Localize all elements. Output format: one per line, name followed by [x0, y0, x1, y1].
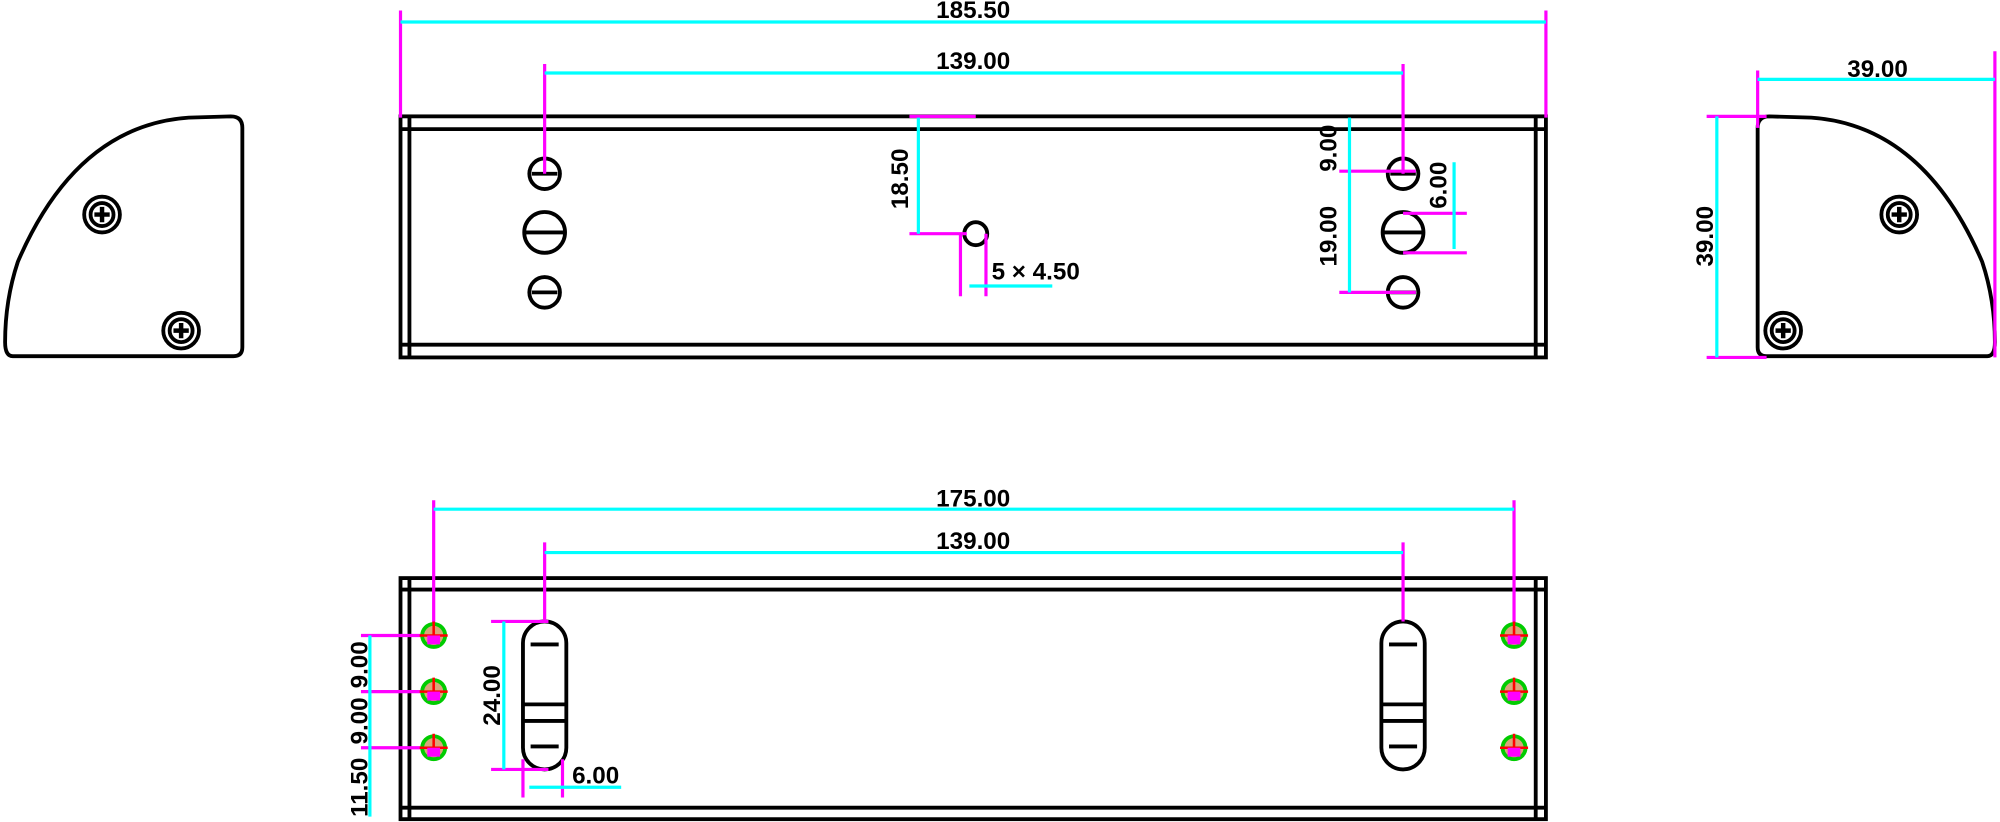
- front-view: 185.50 139.00 18.50 5 × 4.50 9.00 6.00 1…: [398, 0, 1548, 360]
- dim-hole-pitch: 19.00: [1316, 206, 1343, 267]
- screw-icon: [1765, 313, 1801, 349]
- pin-marker: [417, 731, 450, 762]
- dim-center-hole-offset: 18.50: [887, 149, 914, 210]
- dim-side-width: 39.00: [1847, 56, 1908, 83]
- pin-marker: [1498, 619, 1530, 649]
- center-hole: [962, 220, 990, 248]
- dim-center-hole-spec: 5 × 4.50: [992, 259, 1080, 286]
- screw-icon: [84, 197, 120, 233]
- left-end-view: [3, 114, 245, 359]
- pin-marker: [1498, 731, 1530, 762]
- slot-right: [1379, 619, 1427, 772]
- dim-top-hole-offset: 9.00: [1316, 125, 1343, 172]
- mounting-holes-right: [1380, 156, 1426, 310]
- screw-icon: [1881, 197, 1917, 233]
- pin-marker: [417, 675, 450, 706]
- dim-pin-pitch-2: 9.00: [346, 697, 373, 744]
- dim-slot-length: 24.00: [479, 665, 506, 726]
- dim-hole-spacing: 139.00: [936, 48, 1010, 75]
- right-end-view: 39.00 39.00: [1692, 51, 1997, 360]
- screw-icon: [163, 313, 199, 349]
- dim-side-height: 39.00: [1692, 206, 1719, 267]
- dim-pin-edge-offset: 11.50: [346, 758, 373, 817]
- bottom-view: 175.00 139.00 9.00 9.00 11.50 24.00 6.00: [346, 486, 1548, 822]
- dim-pin-spacing: 175.00: [936, 486, 1010, 513]
- dim-pin-pitch-1: 9.00: [346, 641, 373, 688]
- slot-left: [521, 619, 569, 772]
- pin-marker: [417, 619, 450, 649]
- dim-slot-width: 6.00: [572, 762, 619, 789]
- dim-slot-width: 6.00: [1425, 162, 1452, 209]
- dim-overall-length: 185.50: [936, 0, 1010, 24]
- dim-slot-spacing: 139.00: [936, 528, 1010, 555]
- mounting-holes-left: [522, 156, 567, 310]
- pin-marker: [1498, 675, 1530, 706]
